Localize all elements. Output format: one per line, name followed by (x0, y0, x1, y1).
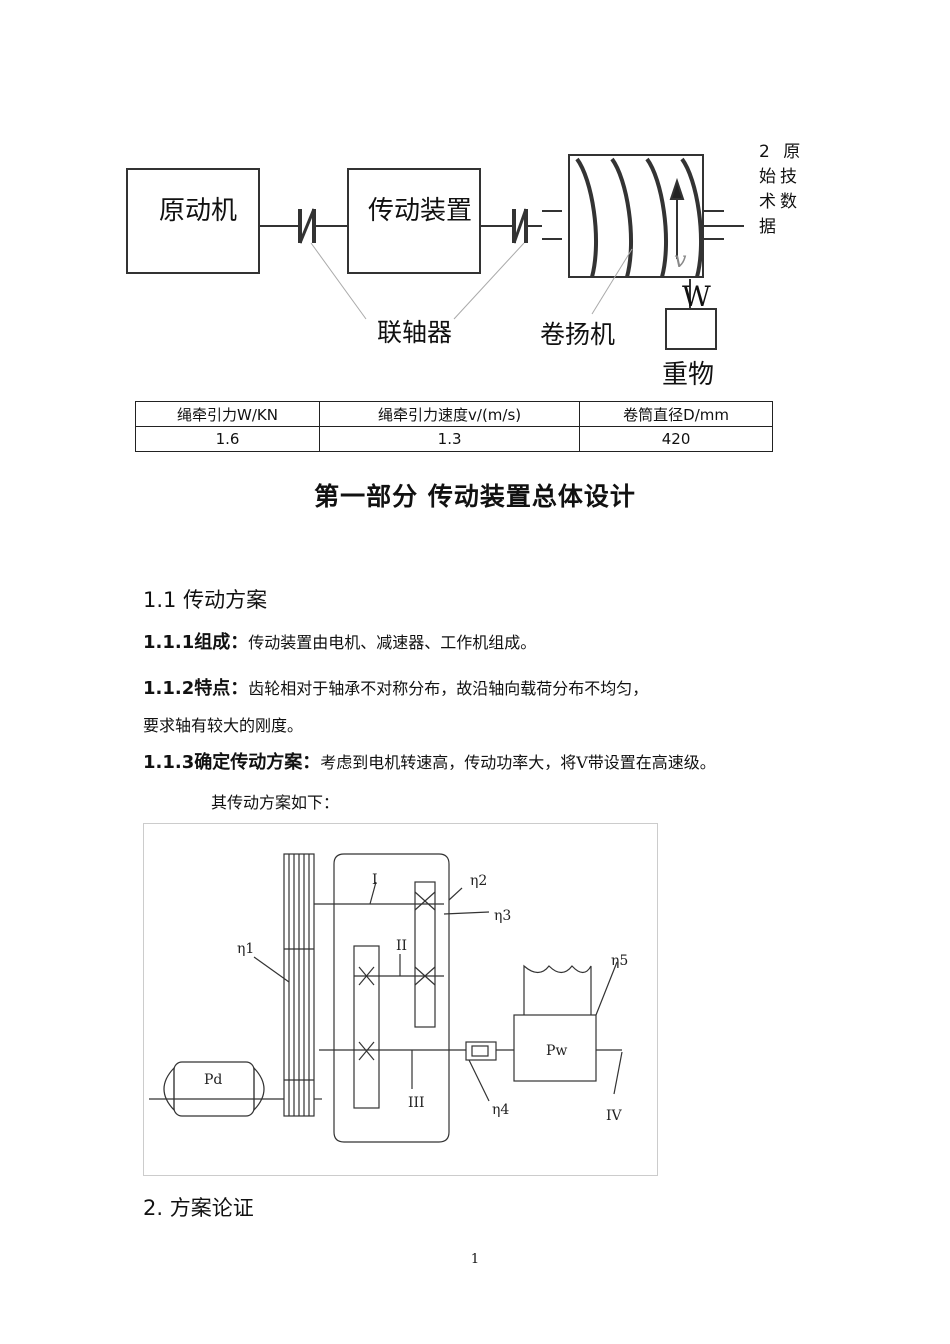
winch-system-diagram: 原动机 传动装置 联轴器 卷扬机 重物 v W (122, 139, 744, 401)
section-2-heading: 2. 方案论证 (143, 1196, 254, 1220)
load-label: 重物 (662, 360, 714, 390)
parameter-table: 绳牵引力W/KN 绳牵引力速度v/(m/s) 卷筒直径D/mm 1.6 1.3 … (134, 401, 773, 452)
section-1-1-1: 1.1.1组成：传动装置由电机、减速器、工作机组成。 (143, 628, 536, 654)
section-1-1-2-label: 1.1.2特点： (143, 678, 249, 699)
transmission-label: 传动装置 (368, 196, 472, 226)
page-number: 1 (470, 1252, 480, 1267)
section-1-1-2: 1.1.2特点：齿轮相对于轴承不对称分布，故沿轴向载荷分布不均匀， (143, 674, 648, 700)
winch-label: 卷扬机 (540, 320, 615, 349)
pw-label: Pw (546, 1043, 567, 1059)
shaft-III-label: III (408, 1095, 425, 1111)
shaft-II-label: II (396, 938, 407, 954)
section-1-1-heading: 1.1 传动方案 (143, 588, 268, 612)
table-cell: 420 (579, 426, 773, 452)
section-1-1-3-text: 考虑到电机转速高，传动功率大，将V带设置在高速级。 (320, 753, 716, 772)
winch-system-svg: 原动机 传动装置 联轴器 卷扬机 重物 v W (126, 154, 744, 390)
coupling-label: 联轴器 (377, 318, 452, 347)
section-1-1-3-label: 1.1.3确定传动方案： (143, 752, 321, 773)
prime-mover-label: 原动机 (159, 196, 237, 226)
shaft-IV-label: IV (606, 1108, 623, 1124)
table-cell: 1.3 (319, 426, 581, 452)
scheme-intro: 其传动方案如下： (211, 793, 340, 812)
weight-label: W (682, 280, 711, 313)
eta4-label: η4 (492, 1102, 509, 1118)
table-header: 绳牵引力速度v/(m/s) (319, 401, 581, 427)
section-1-1-2-text-continued: 要求轴有较大的刚度。 (143, 716, 304, 735)
table-header: 卷筒直径D/mm (579, 401, 773, 427)
winch-drum (568, 154, 704, 278)
section-1-1-2-text: 齿轮相对于轴承不对称分布，故沿轴向载荷分布不均匀， (248, 679, 649, 698)
side-note: 2 原始技术数据 (759, 142, 805, 237)
table-row: 1.6 1.3 420 (134, 426, 773, 452)
part-title: 第一部分 传动装置总体设计 (314, 482, 636, 511)
eta2-label: η2 (470, 873, 487, 889)
table-cell: 1.6 (134, 426, 321, 452)
velocity-label: v (674, 248, 687, 273)
prime-mover-box (126, 168, 260, 274)
eta3-label: η3 (494, 908, 511, 924)
section-1-1-1-label: 1.1.1组成： (143, 632, 249, 653)
transmission-box (347, 168, 481, 274)
transmission-scheme-svg: I II III IV η1 η2 η3 η4 η5 Pd Pw (149, 853, 628, 1143)
transmission-scheme-diagram: I II III IV η1 η2 η3 η4 η5 Pd Pw (143, 823, 658, 1176)
table-header-row: 绳牵引力W/KN 绳牵引力速度v/(m/s) 卷筒直径D/mm (134, 401, 773, 427)
section-1-1-1-text: 传动装置由电机、减速器、工作机组成。 (248, 633, 537, 652)
load-box (665, 308, 717, 350)
shaft-I-label: I (372, 872, 378, 888)
pd-label: Pd (204, 1072, 222, 1088)
eta5-label: η5 (611, 953, 628, 969)
eta1-label: η1 (237, 941, 254, 957)
section-1-1-3: 1.1.3确定传动方案：考虑到电机转速高，传动功率大，将V带设置在高速级。 (143, 748, 716, 774)
table-header: 绳牵引力W/KN (134, 401, 321, 427)
